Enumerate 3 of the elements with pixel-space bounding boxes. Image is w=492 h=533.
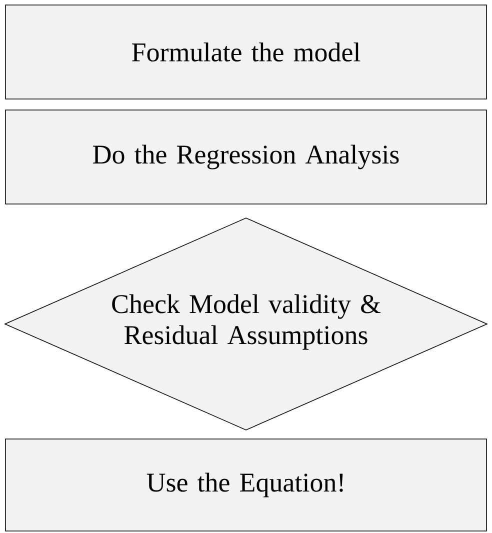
process-box: Formulate the model — [5, 4, 487, 100]
process-box: Do the Regression Analysis — [5, 110, 487, 204]
process-box: Use the Equation! — [5, 438, 487, 532]
